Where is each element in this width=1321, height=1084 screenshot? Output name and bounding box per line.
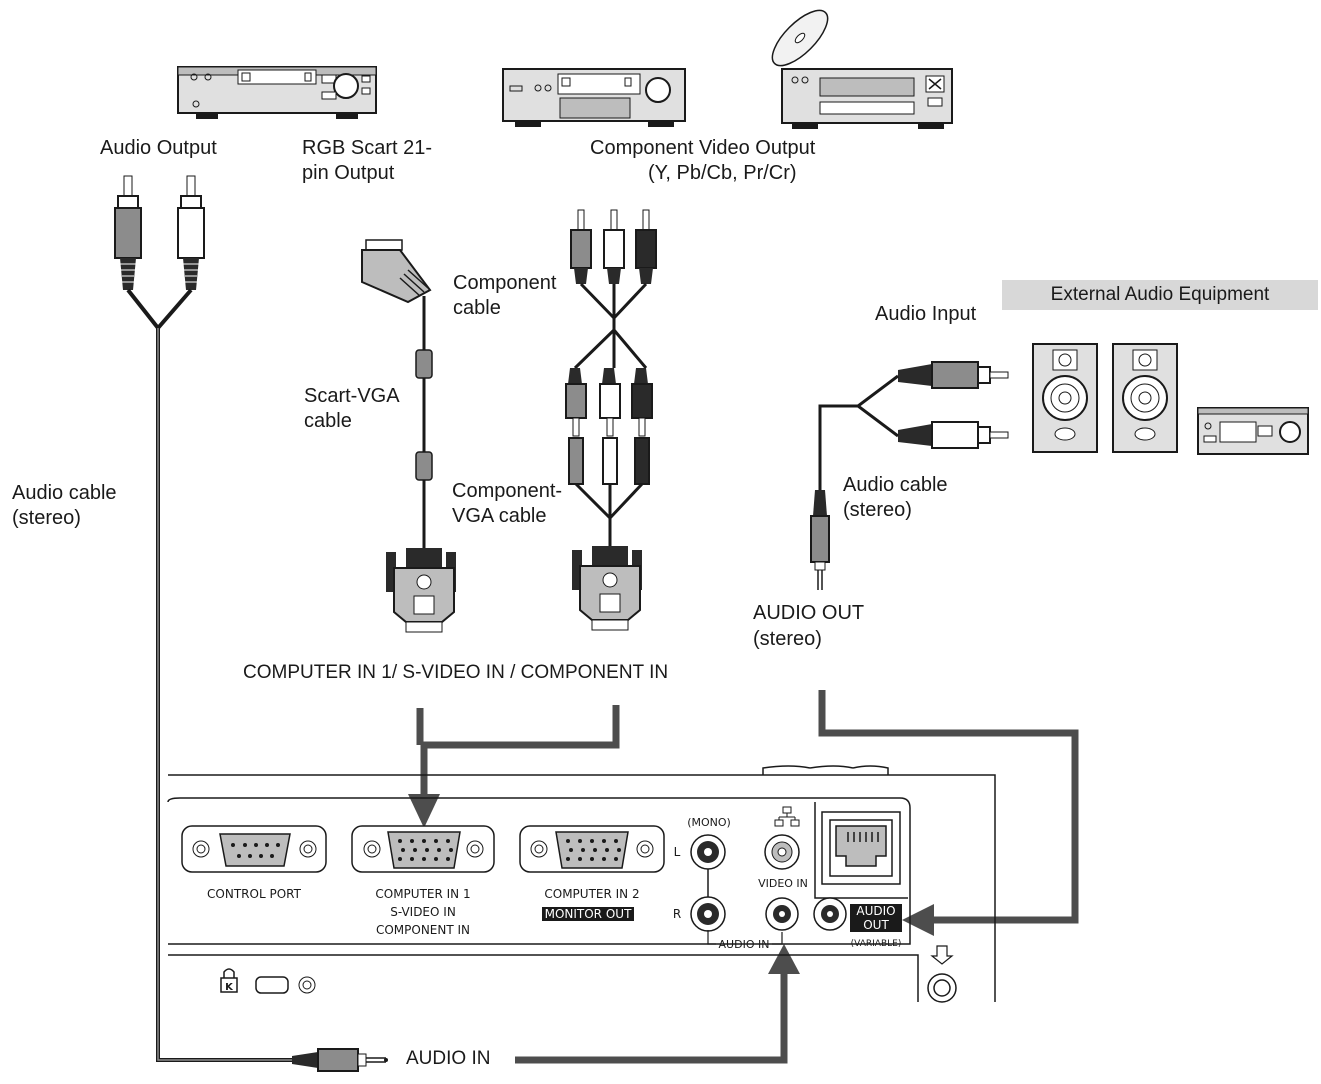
usb-service-port (255, 976, 289, 994)
video-in-jack (764, 834, 800, 870)
component-vga-cable-label-line1: Component- (452, 480, 563, 502)
left-channel-label: L (673, 845, 681, 859)
audio-in-mini-jack (765, 897, 799, 931)
audio-in-arrow (515, 960, 788, 1064)
computer-in-1-panel-label-line3: COMPONENT IN (375, 923, 471, 937)
audio-output-label: Audio Output (100, 137, 217, 159)
video-in-panel-label: VIDEO IN (758, 877, 808, 890)
audio-out-arrow (818, 690, 1079, 924)
computer-in-1-caption: COMPUTER IN 1/ S-VIDEO IN / COMPONENT IN (243, 662, 669, 683)
mini-jack-plug-bottom (292, 1048, 388, 1072)
terminal-panel (167, 765, 996, 1002)
svg-text:K: K (225, 982, 234, 993)
speaker-right-icon (1112, 343, 1178, 453)
audio-out-panel-badge: AUDIO OUT (850, 904, 902, 932)
audio-out-panel-label-line2: OUT (863, 918, 889, 932)
audio-input-label: Audio Input (875, 303, 977, 325)
rca-plug-white (177, 175, 205, 290)
computer-in-1-port (351, 825, 495, 873)
network-icon (774, 806, 800, 827)
rgb-scart-label-line2: pin Output (302, 162, 395, 184)
component-player-icon (502, 68, 686, 127)
audio-in-caption: AUDIO IN (406, 1048, 491, 1069)
component-cable-label-line1: Component (453, 272, 557, 294)
screw-hole-icon (298, 976, 316, 994)
kensington-lock-icon: K (220, 968, 238, 993)
vcr-device-icon (177, 66, 377, 119)
rca-plug-gray (114, 175, 142, 290)
right-audio-cable-label-line1: Audio cable (843, 474, 948, 496)
right-audio-cable-label-line2: (stereo) (843, 499, 912, 521)
right-channel-label: R (672, 907, 682, 921)
computer-in-1-panel-label-line2: S-VIDEO IN (390, 905, 456, 919)
rgb-scart-label-line1: RGB Scart 21- (302, 137, 433, 159)
control-port (181, 825, 327, 873)
left-audio-cable-label-line1: Audio cable (12, 482, 117, 504)
scart-vga-cable-label-line2: cable (304, 410, 352, 432)
scart-vga-cable-label-line1: Scart-VGA (304, 385, 400, 407)
audio-in-panel-label: AUDIO IN (718, 938, 770, 951)
amplifier-icon (1197, 407, 1309, 455)
component-rca-plugs-mid (565, 368, 653, 437)
audio-input-rca-plugs (898, 361, 1009, 449)
audio-out-label-line1: AUDIO OUT (753, 602, 865, 624)
control-port-label: CONTROL PORT (207, 887, 301, 901)
audio-in-jacks (690, 834, 783, 945)
component-rca-jacks-low (568, 437, 650, 485)
mini-jack-plug-right (810, 490, 830, 590)
mono-panel-label: (MONO) (687, 816, 731, 829)
monitor-out-panel-label-text: MONITOR OUT (541, 907, 635, 921)
left-audio-cable-label-line2: (stereo) (12, 507, 81, 529)
computer-in-arrow (416, 705, 620, 810)
dvd-player-icon (771, 9, 953, 129)
computer-in-2-port (519, 825, 665, 873)
right-audio-cable (818, 374, 899, 492)
computer-in-2-panel-label: COMPUTER IN 2 (544, 887, 640, 901)
computer-in-1-panel-label-line1: COMPUTER IN 1 (375, 887, 471, 901)
component-vga-cable-line (574, 482, 644, 550)
component-rca-plugs-top (570, 209, 657, 284)
speaker-left-icon (1032, 343, 1098, 453)
audio-out-label-line2: (stereo) (753, 628, 822, 650)
ground-terminal-icon (927, 945, 957, 1003)
component-video-output-label-line1: Component Video Output (590, 137, 816, 159)
component-vga-cable-label-line2: VGA cable (452, 505, 547, 527)
monitor-out-panel-label: MONITOR OUT (532, 907, 644, 922)
variable-panel-label: (VARIABLE) (850, 939, 902, 949)
vga-plug-left (386, 548, 456, 633)
external-audio-equipment-banner: External Audio Equipment (1002, 280, 1318, 310)
scart-connector (361, 239, 432, 304)
audio-out-panel-label-line1: AUDIO (856, 904, 896, 918)
component-video-output-label-line2: (Y, Pb/Cb, Pr/Cr) (648, 162, 797, 184)
lan-port (821, 811, 901, 885)
component-cable-line (573, 282, 648, 370)
component-cable-label-line2: cable (453, 297, 501, 319)
audio-out-jack (813, 897, 847, 931)
vga-plug-right (572, 546, 642, 631)
